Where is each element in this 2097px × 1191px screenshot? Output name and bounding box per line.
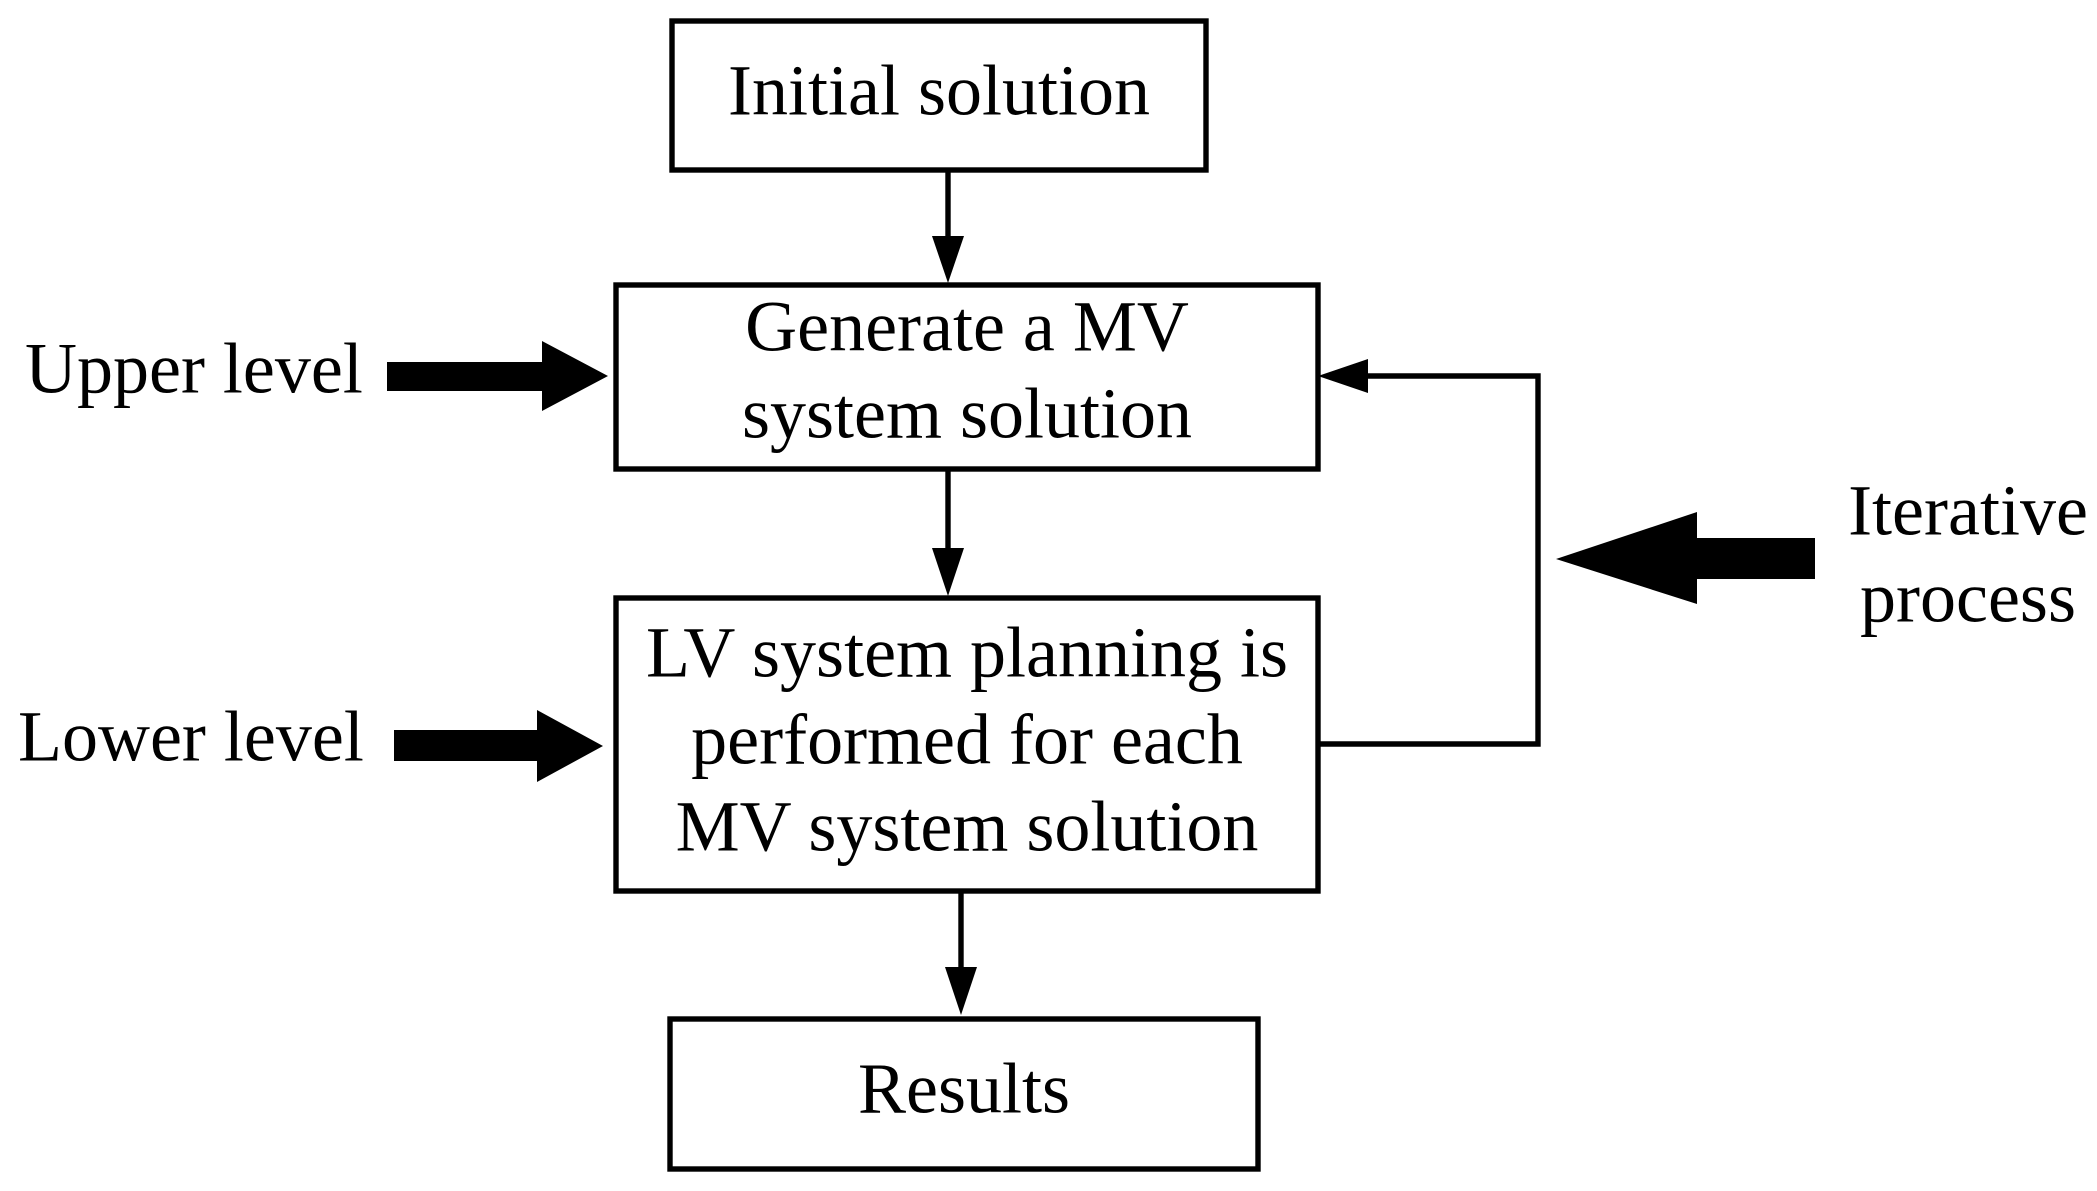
lv-planning-node: LV system planning is performed for each… <box>613 595 1321 894</box>
feedback-loop-arrow <box>1318 359 1541 747</box>
lower-level-label: Lower level <box>18 697 364 777</box>
generate-mv-label-line-1: Generate a MV <box>745 287 1189 367</box>
lv-planning-label-line-3: MV system solution <box>676 787 1259 867</box>
lower-level-arrow <box>394 710 603 782</box>
arrow-generate-to-lv-planning <box>932 469 964 596</box>
lv-planning-label-line-2: performed for each <box>691 700 1243 780</box>
results-label: Results <box>858 1049 1070 1129</box>
arrow-initial-to-generate <box>932 170 964 283</box>
initial-solution-label: Initial solution <box>728 51 1150 131</box>
upper-level-arrow <box>387 341 608 411</box>
results-node: Results <box>667 1016 1261 1172</box>
iterative-label-line-1: Iterative <box>1848 471 2088 551</box>
upper-level-label: Upper level <box>25 329 363 409</box>
lv-planning-label-line-1: LV system planning is <box>646 613 1288 693</box>
iterative-process-arrow <box>1556 512 1815 604</box>
initial-solution-node: Initial solution <box>669 18 1209 173</box>
generate-mv-solution-node: Generate a MV system solution <box>613 282 1321 472</box>
arrow-lv-planning-to-results <box>945 891 977 1015</box>
lower-level-indicator: Lower level <box>18 697 603 782</box>
upper-level-indicator: Upper level <box>25 329 608 411</box>
generate-mv-label-line-2: system solution <box>742 374 1192 454</box>
iterative-label-line-2: process <box>1860 558 2076 638</box>
iterative-process-indicator: Iterative process <box>1556 471 2088 638</box>
